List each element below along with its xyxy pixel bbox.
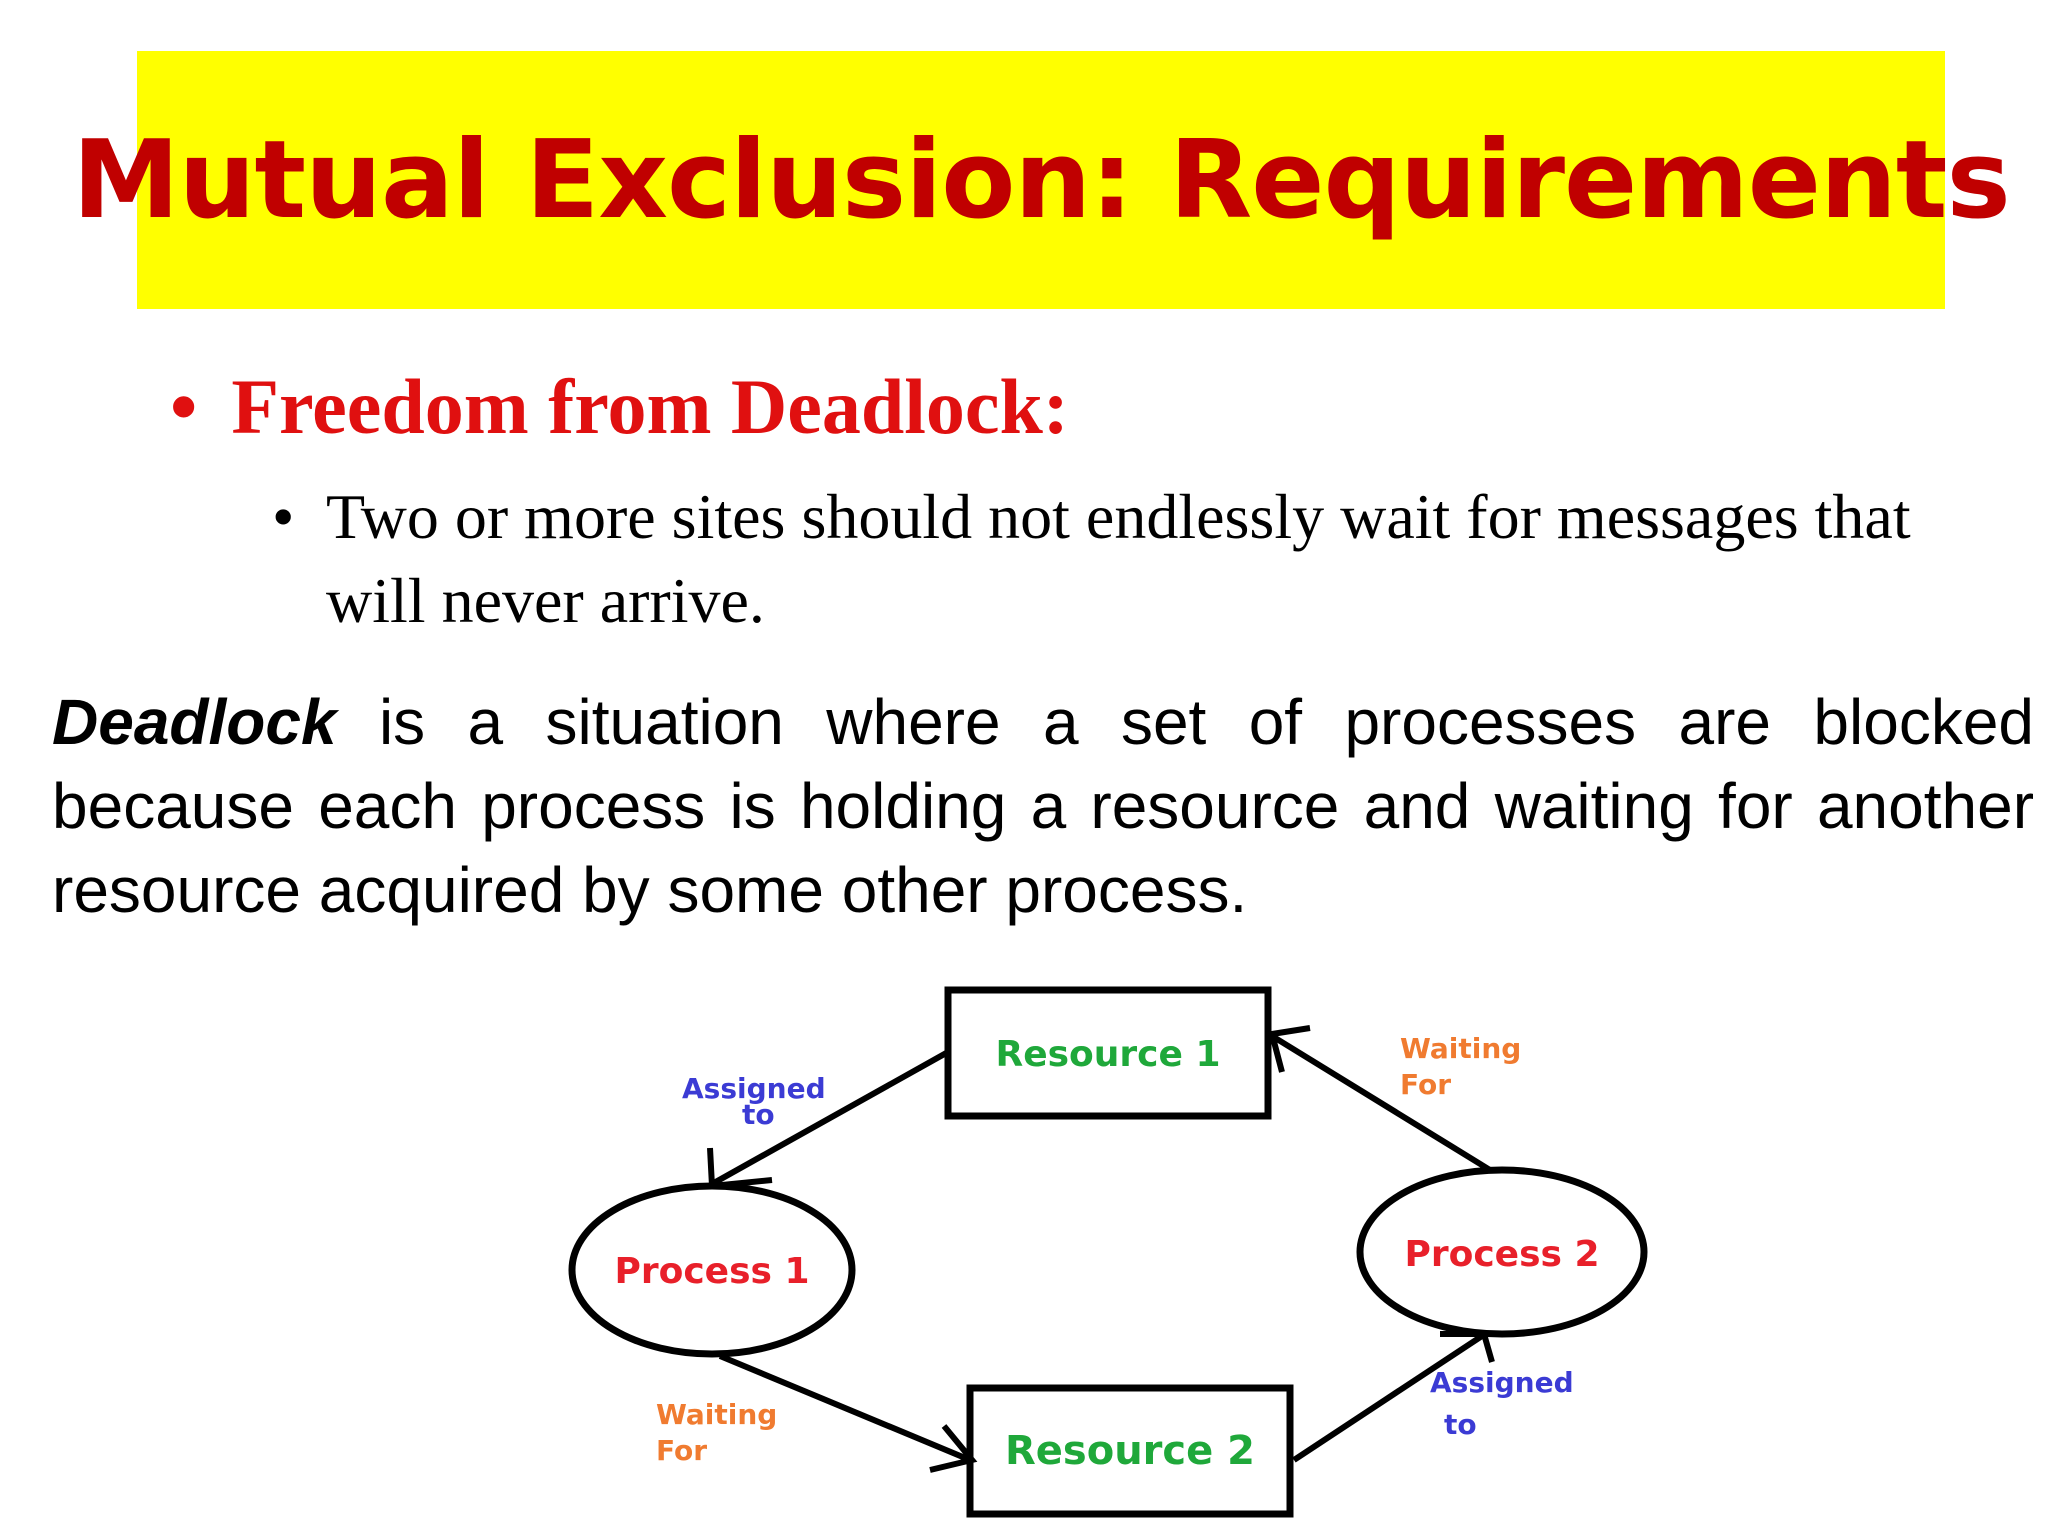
edge-label-assigned-2-line2: to [1444, 1408, 1477, 1441]
edge-label-assigned-1-line2: to [742, 1098, 775, 1131]
title-banner: Mutual Exclusion: Requirements [72, 51, 2011, 309]
resource-2-box [966, 1384, 1294, 1518]
resource-2-label: Resource 2 [1005, 1428, 1255, 1474]
arrow-resource2-to-process2 [1292, 1333, 1484, 1463]
process-2-node [1356, 1166, 1648, 1338]
arrow-head-resource1-to-process1 [707, 1147, 773, 1190]
resource-1-label: Resource 1 [995, 1034, 1220, 1075]
edge-label-assigned-1-line1: Assigned [682, 1072, 826, 1105]
arrow-head-process1-to-resource2 [929, 1424, 978, 1473]
sub-bullet-text: Two or more sites should not endlessly w… [326, 481, 1911, 636]
edge-label-waiting-1-line2: For [656, 1434, 707, 1467]
page-title: Mutual Exclusion: Requirements [72, 117, 2011, 243]
bullet-marker: • [170, 363, 198, 450]
edge-label-assigned-2-line1: Assigned [1430, 1366, 1574, 1399]
edge-label-waiting-2-line2: For [1400, 1068, 1451, 1101]
sub-bullet-marker: • [272, 481, 295, 552]
edge-label-waiting-1-line1: Waiting [656, 1398, 777, 1431]
arrow-resource1-to-process1 [710, 1049, 950, 1187]
process-2-label: Process 2 [1404, 1234, 1599, 1275]
arrow-process2-to-resource1 [1270, 1033, 1492, 1173]
definition-term: Deadlock [52, 686, 337, 758]
bullet-heading-text: Freedom from Deadlock: [231, 363, 1069, 450]
sub-bullet: • Two or more sites should not endlessly… [272, 475, 1932, 643]
definition-text: is a situation where a set of processes … [52, 686, 2034, 926]
bullet-heading: • Freedom from Deadlock: [170, 362, 1069, 452]
deadlock-definition: Deadlock is a situation where a set of p… [52, 680, 2034, 932]
arrow-process1-to-resource2 [718, 1353, 972, 1463]
process-1-label: Process 1 [614, 1251, 809, 1292]
arrow-head-process2-to-resource1 [1268, 1025, 1311, 1073]
edge-label-waiting-2-line1: Waiting [1400, 1032, 1521, 1065]
arrow-head-resource2-to-process2 [1440, 1331, 1495, 1363]
